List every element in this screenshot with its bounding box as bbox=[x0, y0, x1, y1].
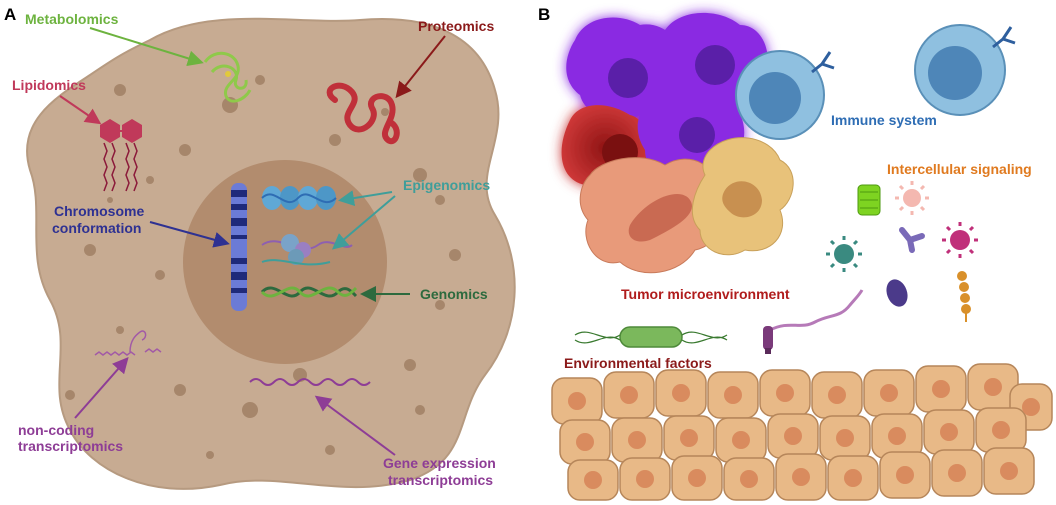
panel-a: A bbox=[4, 5, 516, 490]
tumor-nuclei bbox=[602, 45, 735, 170]
lipidomics-arrow bbox=[59, 95, 102, 125]
label-immune-system: Immune system bbox=[831, 112, 937, 128]
dna-helix-icon bbox=[260, 286, 358, 298]
protein-icon bbox=[326, 82, 400, 145]
label-lipidomics: Lipidomics bbox=[12, 77, 86, 93]
chromosome-arrow bbox=[149, 221, 230, 248]
bacterium-icon bbox=[574, 326, 728, 348]
antibody-icon-2 bbox=[992, 26, 1016, 49]
metabolite-icon bbox=[203, 51, 252, 103]
antibody-icon-1 bbox=[811, 51, 835, 74]
label-tumor-microenvironment: Tumor microenvironment bbox=[621, 286, 790, 302]
noncoding-arrow bbox=[74, 356, 129, 419]
label-metabolomics: Metabolomics bbox=[25, 11, 119, 27]
gene-expression-arrow bbox=[314, 395, 396, 456]
histone-complex-icon bbox=[261, 234, 353, 266]
epigenomics-arrow-2 bbox=[331, 195, 396, 250]
label-epigenomics: Epigenomics bbox=[403, 177, 490, 193]
bead-chain-icon bbox=[957, 271, 971, 322]
metabolomics-arrow bbox=[89, 27, 204, 67]
label-gene-expression-line2: transcriptomics bbox=[388, 472, 493, 488]
label-noncoding-line1: non-coding bbox=[18, 422, 94, 438]
panel-b-letter: B bbox=[538, 5, 550, 24]
lipid-icon bbox=[100, 119, 142, 192]
fibroblast-tan-nucleus bbox=[722, 181, 762, 218]
fibroblast-salmon-nucleus bbox=[628, 194, 692, 242]
antibody-fragment-icon bbox=[899, 227, 925, 253]
label-chromosome-line1: Chromosome bbox=[54, 203, 144, 219]
nucleosome-icon bbox=[261, 186, 337, 210]
immune-cell-2 bbox=[914, 24, 1006, 116]
label-genomics: Genomics bbox=[420, 286, 488, 302]
label-proteomics: Proteomics bbox=[418, 18, 494, 34]
noncoding-rna-icon bbox=[94, 330, 162, 356]
flagellated-organism-icon bbox=[763, 289, 864, 354]
vesicle-purple-icon bbox=[886, 279, 908, 307]
label-noncoding-line2: transcriptomics bbox=[18, 438, 123, 454]
label-intercellular-signaling: Intercellular signaling bbox=[887, 161, 1032, 177]
epithelial-nuclei bbox=[568, 378, 1040, 489]
chromosome-icon bbox=[231, 183, 247, 311]
cytokine-teal-icon bbox=[826, 236, 862, 272]
label-environmental-factors: Environmental factors bbox=[564, 355, 712, 371]
channel-protein-icon bbox=[857, 184, 881, 216]
label-chromosome-line2: conformation bbox=[52, 220, 141, 236]
cytokine-pink-icon bbox=[895, 181, 929, 215]
panel-b: B bbox=[538, 5, 1053, 501]
panel-a-letter: A bbox=[4, 5, 16, 24]
mrna-icon bbox=[249, 378, 371, 386]
immune-cell-1 bbox=[735, 50, 825, 140]
cytokine-magenta-icon bbox=[942, 222, 978, 258]
label-gene-expression-line1: Gene expression bbox=[383, 455, 496, 471]
proteomics-arrow bbox=[395, 35, 446, 99]
epigenomics-arrow-1 bbox=[338, 190, 393, 207]
